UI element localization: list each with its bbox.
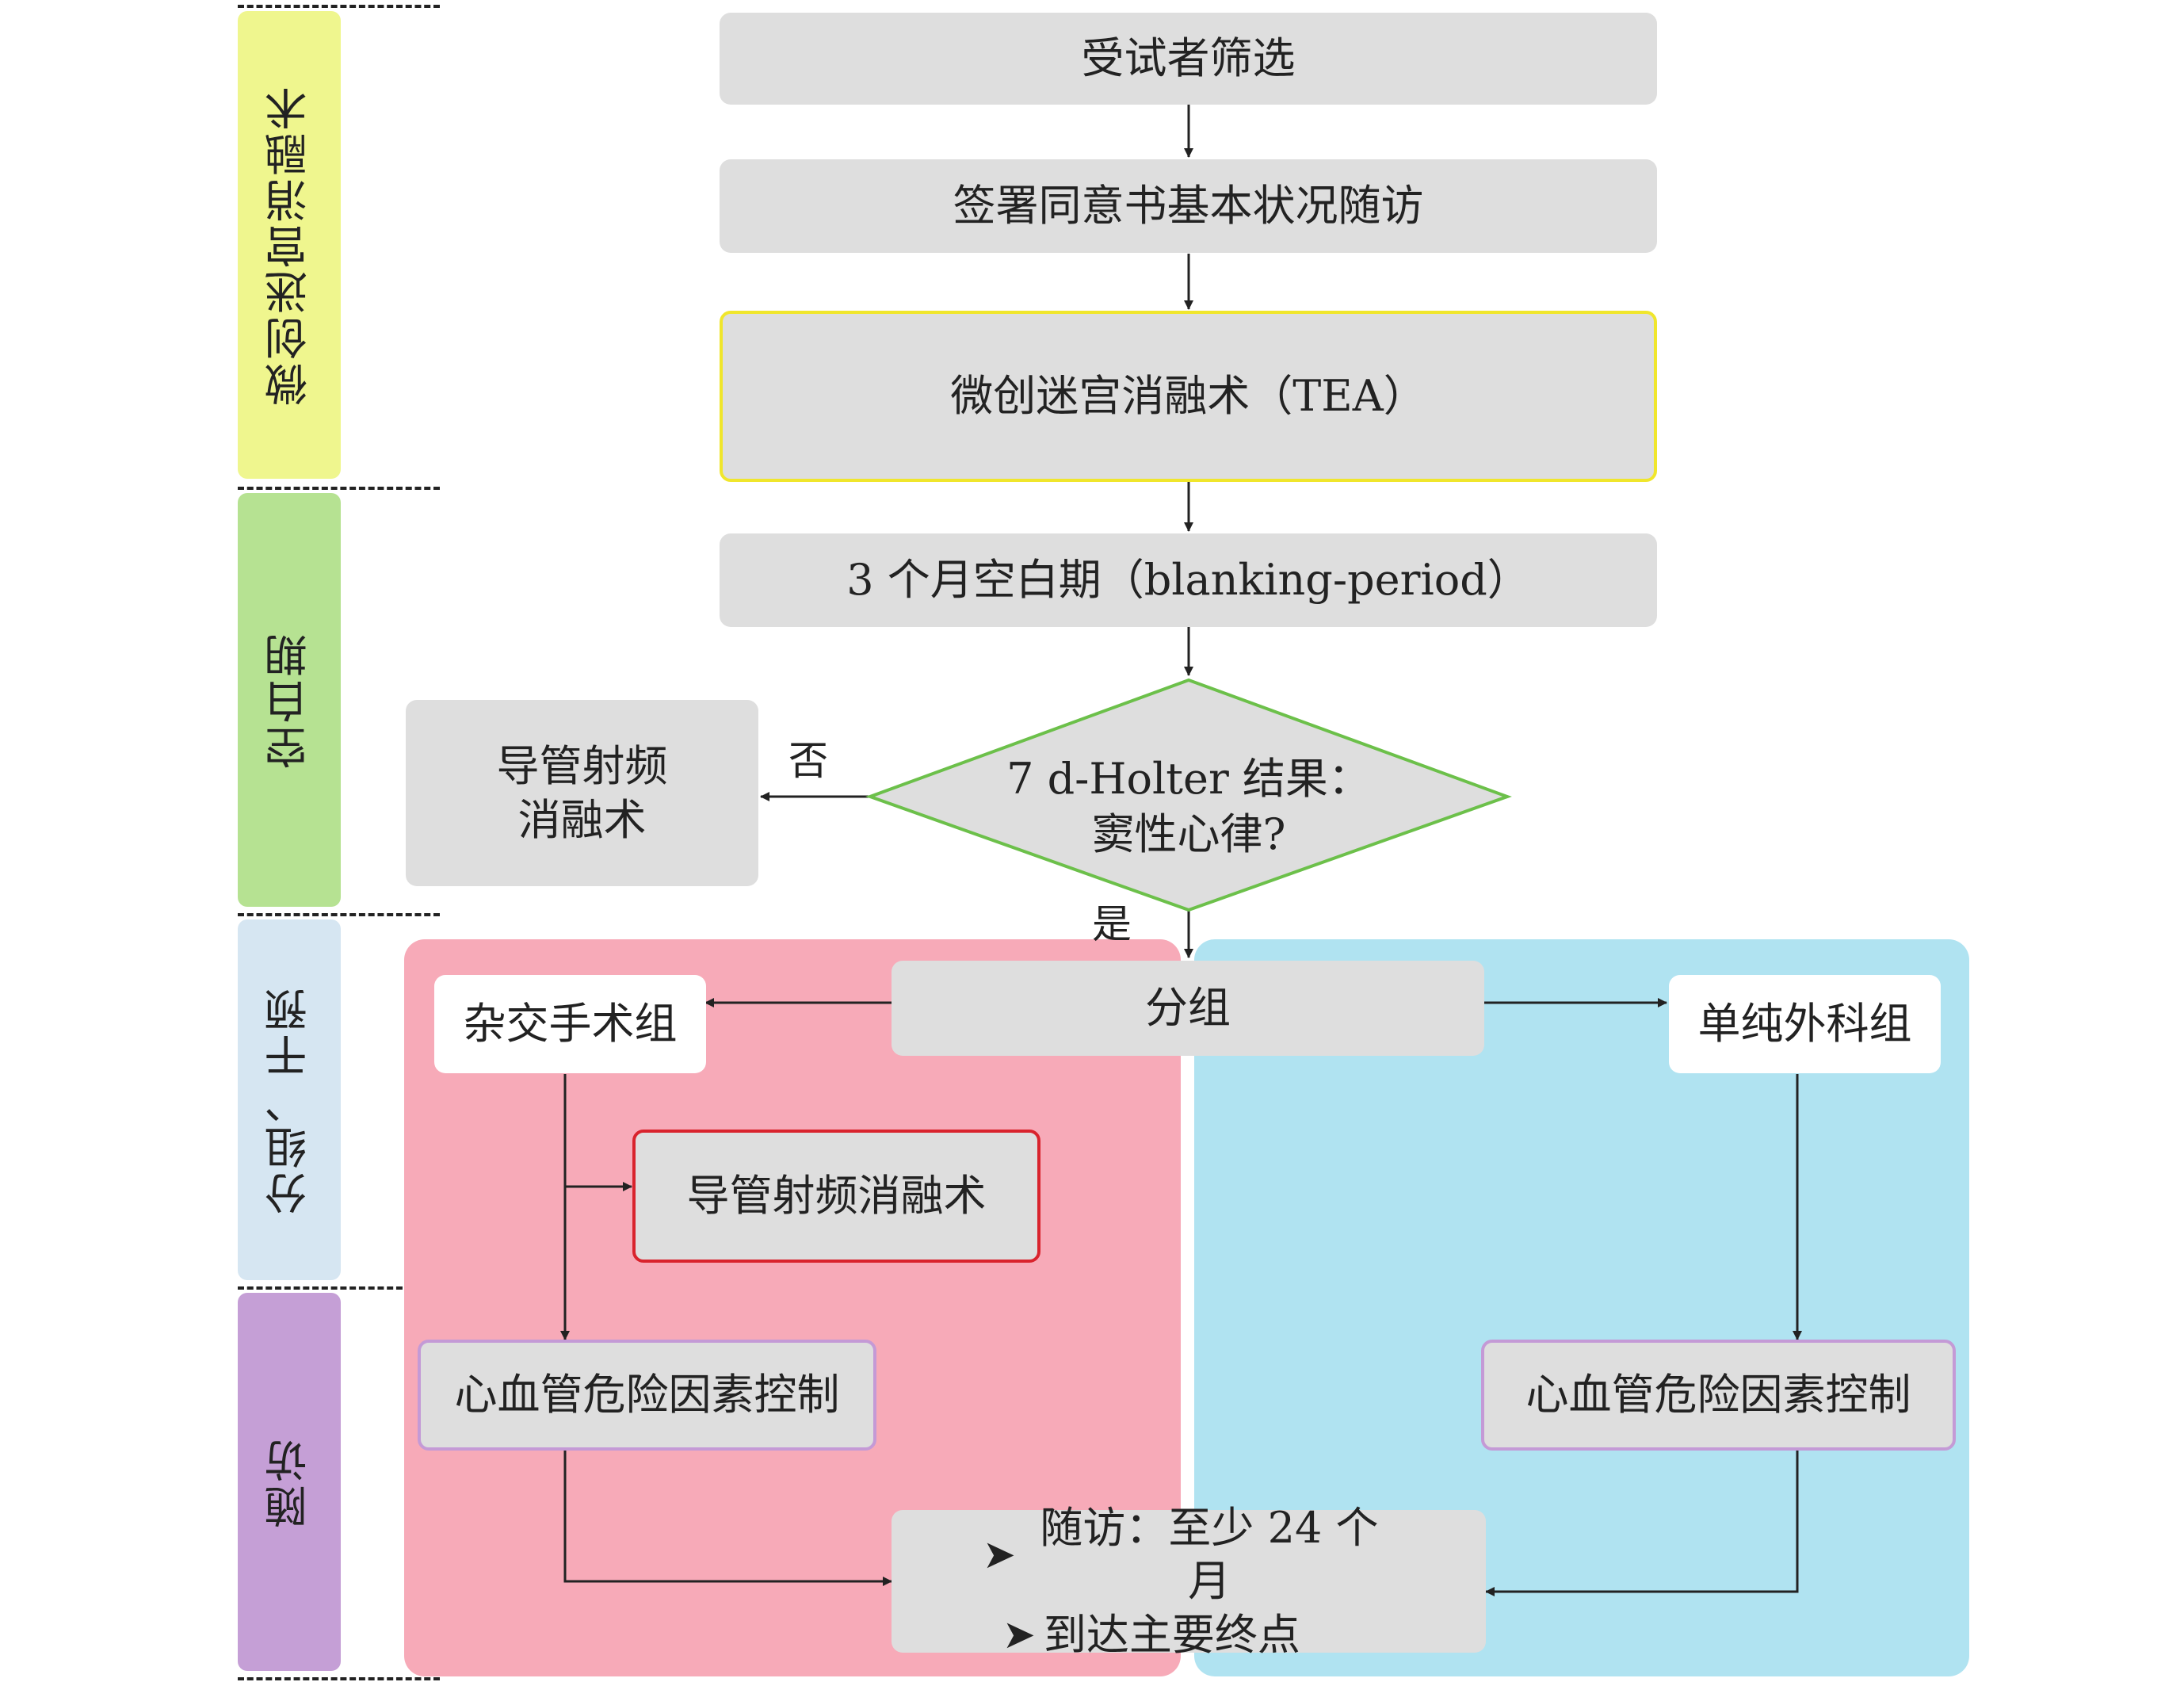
- catheter-ablation-box: 导管射频 消融术: [406, 700, 758, 886]
- surgery-group-label: 单纯外科组: [1697, 999, 1912, 1049]
- consent-box: 签署同意书基本状况随访: [720, 159, 1657, 253]
- edge-label-yes: 是: [1092, 901, 1132, 947]
- cv-risk-box-hybrid: 心血管危险因素控制: [418, 1340, 876, 1451]
- hybrid-ablation-label: 导管射频消融术: [686, 1171, 987, 1221]
- stage-divider: [238, 5, 440, 8]
- followup-item-1: ➤ 随访：至少 24 个月: [983, 1501, 1395, 1608]
- arrowhead-bullet-icon: ➤: [983, 1531, 1016, 1577]
- blanking-box: 3 个月空白期（blanking-period）: [720, 533, 1657, 627]
- stage-divider: [238, 1677, 440, 1680]
- screening-label: 受试者筛选: [1081, 33, 1296, 84]
- decision-text: 7 d-Holter 结果： 窦性心律?: [951, 751, 1426, 862]
- cv-risk-label-surgery: 心血管危险因素控制: [1525, 1370, 1911, 1420]
- tea-label: 微创迷宫消融术（TEA）: [950, 371, 1426, 422]
- grouping-label: 分组: [1145, 983, 1231, 1034]
- decision-diamond: [865, 678, 1512, 912]
- stage-tea: 微创迷宫消融术: [238, 11, 341, 479]
- catheter-ablation-line-2: 消融术: [517, 794, 647, 845]
- consent-label: 签署同意书基本状况随访: [953, 181, 1424, 231]
- stage-divider: [238, 913, 440, 916]
- stage-divider: [238, 487, 440, 490]
- stage-grouping: 分组、干预: [238, 919, 341, 1280]
- edge-label-no: 否: [788, 738, 828, 784]
- tea-box: 微创迷宫消融术（TEA）: [720, 311, 1657, 482]
- screening-box: 受试者筛选: [720, 13, 1657, 105]
- blanking-label: 3 个月空白期（blanking-period）: [846, 555, 1530, 606]
- grouping-box: 分组: [892, 961, 1484, 1056]
- decision-line-2: 窦性心律?: [1091, 809, 1286, 860]
- cv-risk-box-surgery: 心血管危险因素控制: [1481, 1340, 1956, 1451]
- decision-line-1: 7 d-Holter 结果：: [1006, 754, 1371, 804]
- followup-line-1: 随访：至少 24 个月: [1040, 1502, 1379, 1607]
- surgery-group-box: 单纯外科组: [1669, 975, 1941, 1073]
- hybrid-group-label: 杂交手术组: [463, 999, 678, 1049]
- followup-line-2: 到达主要终点: [1043, 1609, 1300, 1660]
- hybrid-ablation-box: 导管射频消融术: [632, 1130, 1040, 1263]
- followup-box: ➤ 随访：至少 24 个月 ➤ 到达主要终点: [892, 1503, 1486, 1660]
- arrowhead-bullet-icon: ➤: [1002, 1611, 1036, 1658]
- stage-blanking: 空白期: [238, 493, 341, 907]
- catheter-ablation-line-1: 导管射频: [496, 741, 668, 791]
- stage-divider: [238, 1286, 440, 1290]
- stage-followup: 随访: [238, 1293, 341, 1671]
- hybrid-group-box: 杂交手术组: [434, 975, 706, 1073]
- cv-risk-label-hybrid: 心血管危险因素控制: [454, 1370, 840, 1420]
- followup-item-2: ➤ 到达主要终点: [963, 1608, 1415, 1662]
